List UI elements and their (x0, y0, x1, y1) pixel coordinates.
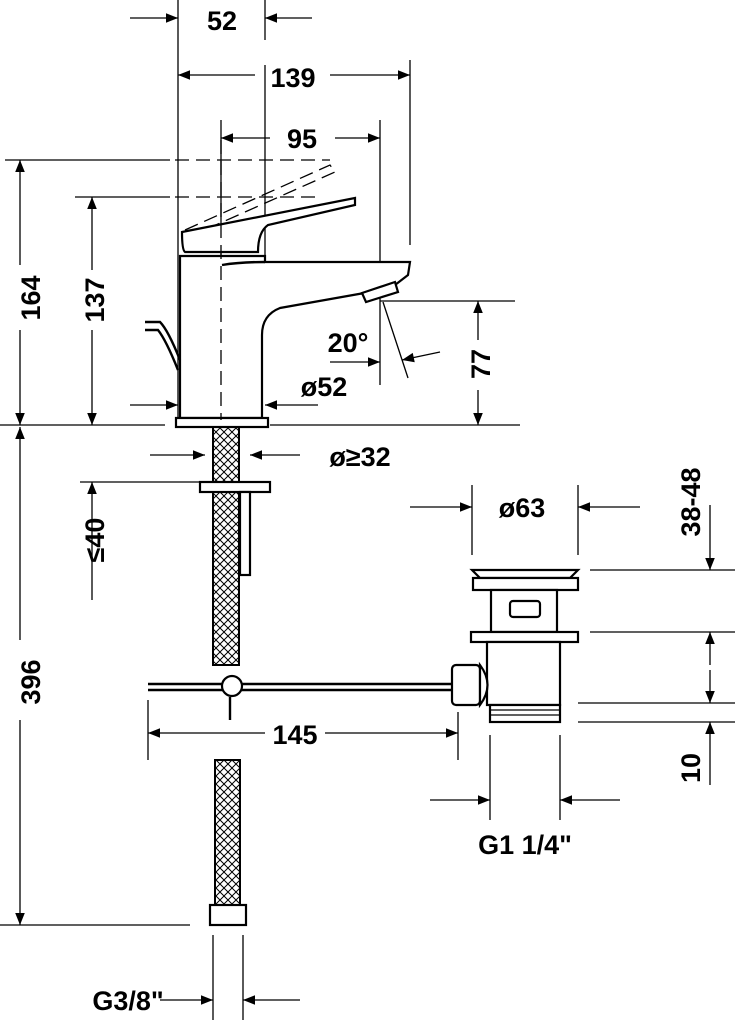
dimension-arrows (15, 13, 483, 925)
faucet (145, 140, 412, 429)
drain-valve (410, 485, 735, 820)
label-drain-range: 38-48 (676, 467, 706, 536)
supply-hoses (148, 426, 458, 1020)
label-body-diameter: ø52 (301, 372, 348, 402)
label-thread-length: 10 (676, 753, 706, 783)
label-spray-angle: 20° (328, 328, 369, 358)
label-hole-diameter: ø≥32 (329, 442, 390, 472)
label-hose-thread: G3/8" (92, 986, 163, 1016)
dimension-labels: 52 139 95 164 137 20° ø52 77 ø≥32 ≤40 39… (16, 6, 706, 1016)
label-overall-reach: 139 (270, 63, 315, 93)
label-deck-thickness: ≤40 (80, 518, 110, 563)
label-spout-height: 137 (80, 277, 110, 322)
label-total-height: 164 (16, 275, 46, 320)
label-drain-thread: G1 1/4" (478, 830, 572, 860)
label-body-depth: 52 (207, 6, 237, 36)
label-spout-reach: 95 (287, 124, 317, 154)
label-hose-length: 396 (16, 659, 46, 704)
label-outlet-height: 77 (466, 349, 496, 379)
label-rod-length: 145 (272, 720, 317, 750)
label-drain-diameter: ø63 (499, 493, 546, 523)
extension-lines (0, 0, 520, 926)
